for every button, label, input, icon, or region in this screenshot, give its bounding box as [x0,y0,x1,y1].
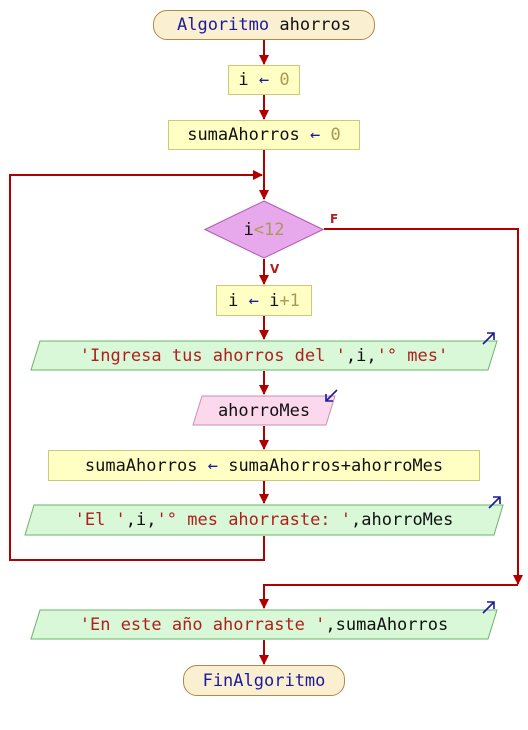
true-branch-label: V [270,262,280,276]
output-arrow-icon [482,332,495,345]
input-arrow-icon [325,389,338,402]
prompt-string-2: '° mes' [376,345,449,366]
end-keyword: FinAlgoritmo [202,670,326,691]
output-arrow-icon [488,496,501,509]
input-var: ahorroMes [217,400,311,421]
decision-diamond [204,200,324,259]
decision-value: 12 [264,219,285,240]
assign-arrow: ← [258,70,270,90]
increment-step: i ← i+1 [216,285,312,316]
decision-var: i [243,219,254,240]
assign-arrow: ← [207,455,218,476]
month-var: i [136,510,147,530]
assign-arrow: ← [248,290,259,311]
accumulate-expr: sumaAhorros+ahorroMes [228,455,444,476]
init-i-step: i ← 0 [228,65,300,95]
separator: , [325,614,336,635]
month-string-2: '° mes ahorraste: ' [156,510,352,530]
output-final: 'En este año ahorraste ',sumaAhorros [30,601,498,640]
output-prompt: 'Ingresa tus ahorros del ',i,'° mes' [30,332,498,371]
inc-expr-var: i [269,290,280,311]
line-false-to-final [259,584,518,609]
separator: , [345,345,357,366]
decision-op: < [253,219,264,240]
assign-arrow: ← [310,125,321,145]
prompt-var: i [356,345,367,366]
inc-var: i [228,290,239,311]
end-terminal: FinAlgoritmo [183,665,345,696]
init-i-var: i [238,70,249,90]
final-var: sumaAhorros [335,614,449,635]
line-decision-false [324,228,523,585]
final-string: 'En este año ahorraste ' [79,614,326,635]
start-terminal: Algoritmo ahorros [153,10,375,40]
prompt-string-1: 'Ingresa tus ahorros del ' [79,345,346,366]
output-parallelogram [30,340,498,371]
loop-decision: i<12 [204,200,324,259]
output-arrow-icon [482,601,495,614]
output-parallelogram [24,504,504,536]
line-loop-back [9,170,265,561]
separator: , [146,510,157,530]
init-i-value: 0 [279,70,290,90]
accumulate-step: sumaAhorros ← sumaAhorros+ahorroMes [48,450,480,481]
output-month: 'El ',i,'° mes ahorraste: ',ahorroMes [24,496,504,536]
inc-expr-num: 1 [289,290,300,311]
start-keyword: Algoritmo [176,15,270,35]
algorithm-name: ahorros [279,15,352,35]
separator: , [366,345,377,366]
separator: , [351,510,362,530]
accumulate-var: sumaAhorros [84,455,198,476]
month-var-2: ahorroMes [361,510,454,530]
input-ahorro-mes: ahorroMes [192,389,338,426]
init-suma-step: sumaAhorros ← 0 [168,120,360,150]
inc-expr-op: + [279,290,290,311]
output-parallelogram [30,609,498,640]
init-suma-value: 0 [330,125,341,145]
month-string-1: 'El ' [74,510,126,530]
false-branch-label: F [330,212,339,226]
input-parallelogram [192,395,336,426]
separator: , [125,510,137,530]
init-suma-var: sumaAhorros [187,125,300,145]
